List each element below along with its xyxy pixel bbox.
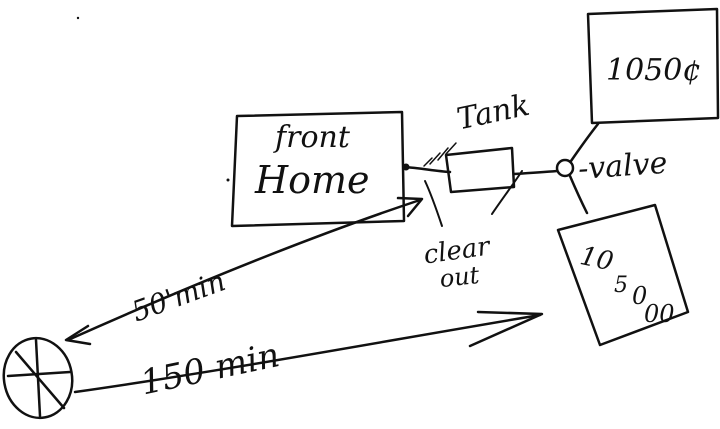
pipe-tank-valve bbox=[514, 171, 557, 174]
clear-out-pointer-2 bbox=[492, 171, 522, 214]
valve-label: -valve bbox=[577, 146, 669, 187]
home-label-front: front bbox=[273, 120, 351, 155]
distance-label-long: 150 min bbox=[137, 335, 283, 403]
top-box-label: 1050¢ bbox=[606, 53, 701, 88]
stray-dot bbox=[77, 17, 79, 19]
tank-box bbox=[446, 148, 514, 192]
clear-out-pointer bbox=[425, 181, 442, 226]
valve-icon bbox=[557, 160, 573, 176]
stray-dot bbox=[227, 179, 230, 182]
pipe-home-tank bbox=[404, 167, 450, 172]
home-label-home: Home bbox=[254, 158, 370, 202]
out-label: out bbox=[438, 261, 481, 293]
distance-label-short: 50'min bbox=[127, 264, 229, 328]
bottom-box-label-4: 00 bbox=[644, 300, 675, 328]
bottom-box-label-1: 10 bbox=[577, 241, 616, 277]
tank-label: Tank bbox=[454, 88, 533, 137]
pipe-joint bbox=[403, 164, 410, 171]
bottom-box-label-2: 5 bbox=[614, 273, 628, 298]
